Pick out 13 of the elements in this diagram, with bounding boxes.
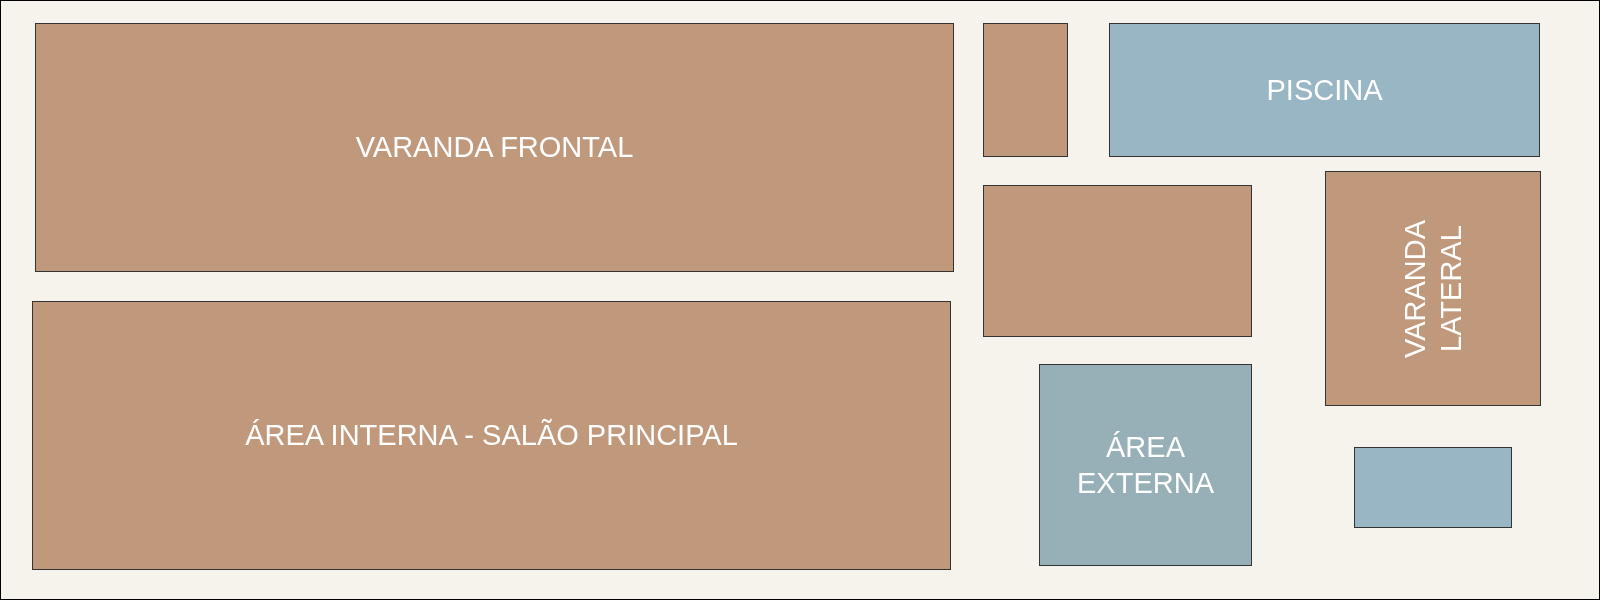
room-area: [983, 23, 1068, 157]
room-label: PISCINA: [1266, 72, 1383, 108]
room-label: VARANDA FRONTAL: [355, 130, 634, 166]
room-label: ÁREA INTERNA - SALÃO PRINCIPAL: [245, 417, 738, 454]
room-label: VARANDA LATERAL: [1397, 218, 1468, 360]
room-area: [35, 23, 954, 272]
room-area: [1325, 171, 1541, 406]
room-area: [1039, 364, 1252, 566]
room-label: ÁREA EXTERNA: [1076, 429, 1215, 501]
room-area: [1109, 23, 1540, 157]
room-area: [32, 301, 951, 570]
room-area: [1354, 447, 1512, 528]
room-area: [983, 185, 1252, 337]
